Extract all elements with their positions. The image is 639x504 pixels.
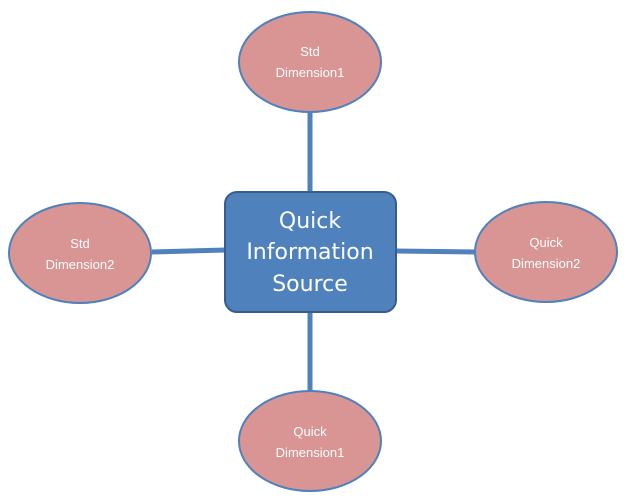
node-top-shape xyxy=(238,11,382,113)
node-bottom-shape xyxy=(238,390,382,492)
node-left-line-2: Dimension2 xyxy=(46,257,115,272)
node-right: Quick Dimension2 xyxy=(474,201,618,303)
connector-left xyxy=(151,247,226,255)
node-top-line-2: Dimension1 xyxy=(276,65,345,80)
center-node-line-1: Quick xyxy=(279,209,341,234)
node-top: Std Dimension1 xyxy=(238,11,382,113)
node-bottom-line-1: Quick xyxy=(293,424,327,439)
node-top-line-1: Std xyxy=(300,44,320,59)
node-left-shape xyxy=(8,202,152,304)
node-bottom-line-2: Dimension1 xyxy=(276,445,345,460)
center-node: Quick Information Source xyxy=(224,191,397,313)
node-right-line-1: Quick xyxy=(529,235,563,250)
center-node-line-2: Information xyxy=(246,240,373,265)
node-right-line-2: Dimension2 xyxy=(512,256,581,271)
center-node-shape xyxy=(224,191,397,313)
node-left: Std Dimension2 xyxy=(8,202,152,304)
node-bottom: Quick Dimension1 xyxy=(238,390,382,492)
node-left-line-1: Std xyxy=(70,236,90,251)
connector-right xyxy=(395,248,478,255)
center-node-line-3: Source xyxy=(272,272,348,297)
node-right-shape xyxy=(474,201,618,303)
